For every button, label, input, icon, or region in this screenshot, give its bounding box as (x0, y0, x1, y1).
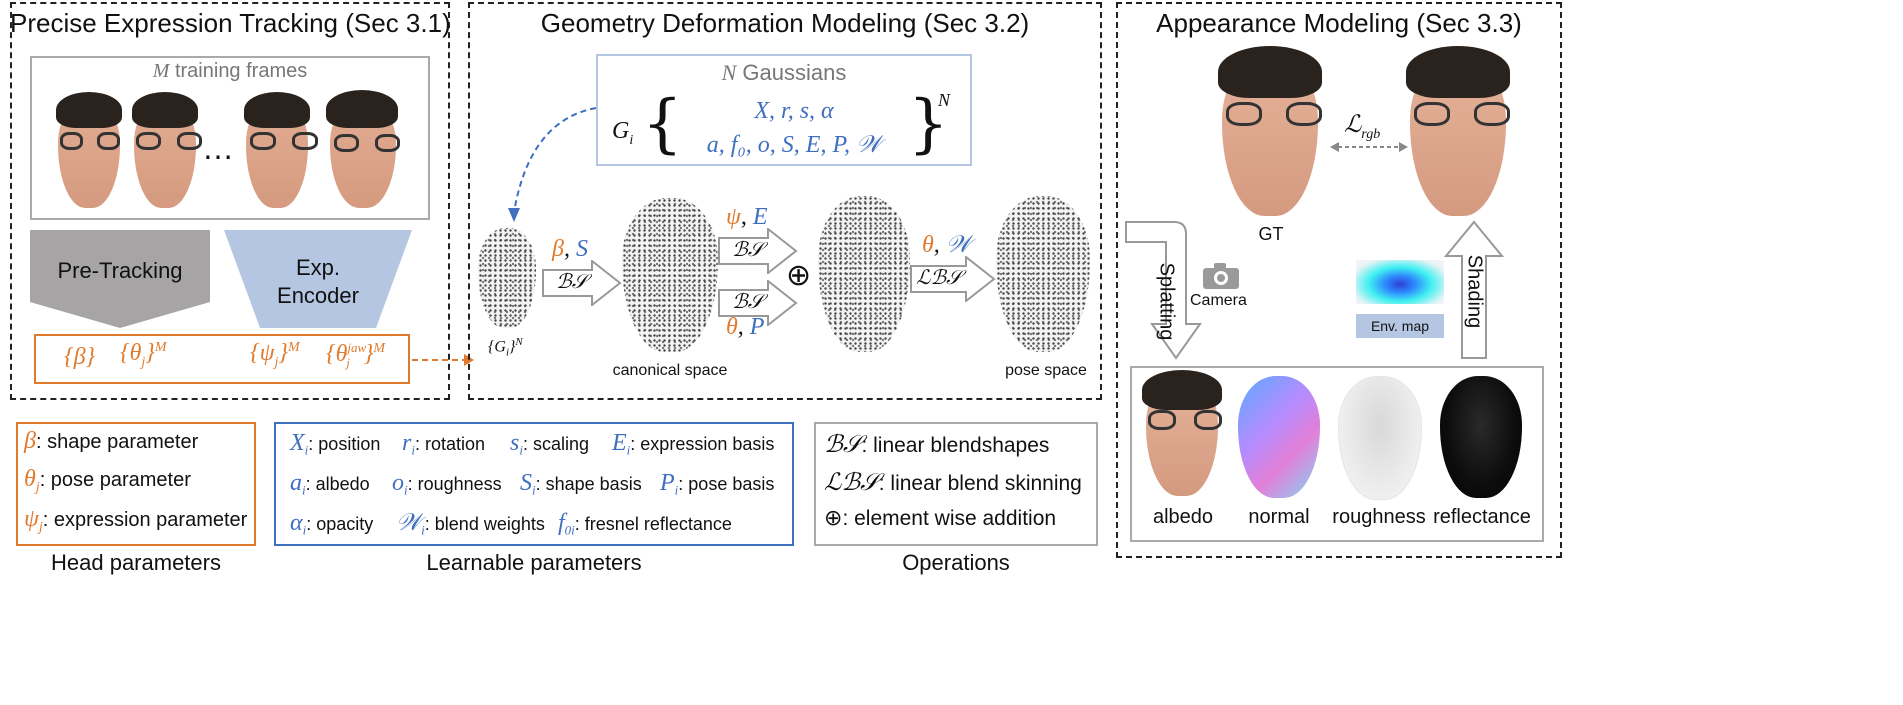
legend-theta: θj: pose parameter (24, 466, 191, 495)
legend-o: oi: roughness (392, 470, 502, 498)
normal-label: normal (1248, 506, 1310, 528)
psi-e-label: ψ, E (726, 204, 768, 230)
pose-head (996, 196, 1090, 352)
legend-p: Pi: pose basis (660, 470, 775, 498)
splatting-label: Splatting (1155, 262, 1178, 341)
legend-s: si: scaling (510, 430, 590, 458)
gi-row2: a, f₀, o, S, E, P, 𝒲 (706, 132, 882, 158)
reflectance-map (1440, 376, 1522, 498)
loss-label: ℒrgb (1344, 112, 1381, 142)
legend-a: ai: albedo (290, 470, 370, 498)
bs-arrow-1 (542, 260, 622, 306)
gt-label: GT (1258, 224, 1284, 244)
maps-box (1130, 366, 1544, 542)
training-frames-label: M training frames (152, 60, 308, 82)
legend-e: Ei: expression basis (612, 430, 775, 458)
gi-symbol: Gi (612, 118, 634, 148)
lbs-label: ℒℬ𝒮 (916, 267, 962, 289)
params-to-geometry-arrow (412, 354, 474, 366)
legend-shape-basis: Si: shape basis (520, 470, 642, 498)
head-legend-caption: Head parameters (51, 550, 221, 575)
camera-label: Camera (1190, 292, 1247, 309)
bs-arrow-3 (718, 280, 798, 326)
legend-f0: f0i: fresnel reflectance (558, 510, 732, 538)
normal-map (1238, 376, 1320, 498)
param-psi: {ψj}M (250, 340, 300, 370)
encoder-shape (224, 230, 412, 328)
appearance-title: Appearance Modeling (Sec 3.3) (1156, 8, 1522, 38)
frames-ellipsis: … (202, 130, 234, 166)
gaussians-to-head-arrow (508, 107, 597, 222)
envmap-label: Env. map (1356, 314, 1444, 338)
legend-psi: ψj: expression parameter (24, 506, 248, 535)
gi-sup-n: N (938, 90, 951, 110)
reflectance-label: reflectance (1433, 506, 1531, 528)
head-params-box (34, 334, 410, 384)
theta-w-label: θ, 𝒲 (922, 232, 971, 258)
legend-lbs: ℒℬ𝒮: linear blend skinning (824, 470, 1082, 496)
gi-row1: X, r, s, α (754, 98, 834, 124)
head-legend-box (16, 422, 256, 546)
param-theta: {θj}M (120, 340, 167, 370)
canonical-label: canonical space (612, 362, 728, 379)
gaussians-label: N Gaussians (721, 60, 847, 85)
tracking-panel (10, 2, 450, 400)
geometry-panel (468, 2, 1102, 400)
appearance-panel (1116, 2, 1562, 558)
legend-bs: ℬ𝒮: linear blendshapes (824, 432, 1050, 458)
legend-beta: β: shape parameter (24, 428, 199, 454)
pose-label: pose space (1005, 362, 1087, 379)
learnable-legend-caption: Learnable parameters (426, 550, 642, 575)
oplus-symbol: ⊕ (786, 258, 812, 293)
gi-set-label: {Gi}N (488, 336, 523, 359)
canonical-head (622, 198, 718, 352)
envmap-image (1356, 260, 1444, 304)
learnable-legend-box (274, 422, 794, 546)
albedo-label: albedo (1152, 506, 1214, 528)
bs-arrow-2 (718, 228, 798, 274)
encoder-label: Exp. Encoder (277, 255, 359, 308)
pretracking-shape (30, 230, 210, 328)
initial-gaussians-head (478, 228, 536, 328)
beta-s-label: β, S (552, 236, 588, 262)
shading-label: Shading (1463, 254, 1486, 329)
bs-label-2: ℬ𝒮 (732, 239, 764, 261)
bs-label-1: ℬ𝒮 (556, 271, 588, 293)
gi-right-brace: } (908, 87, 949, 161)
legend-r: ri: rotation (402, 430, 486, 458)
param-jaw: {θjawj}M (326, 340, 386, 370)
deformed-head (818, 196, 910, 352)
roughness-label: roughness (1332, 506, 1426, 528)
param-beta: {β} (64, 344, 96, 370)
operations-legend-box (814, 422, 1098, 546)
geometry-title: Geometry Deformation Modeling (Sec 3.2) (540, 8, 1030, 38)
roughness-map (1338, 376, 1422, 500)
tracking-title: Precise Expression Tracking (Sec 3.1) (10, 8, 451, 38)
shading-arrow (1444, 220, 1504, 359)
training-frames-box (30, 56, 430, 220)
splatting-arrow (1125, 221, 1202, 360)
camera-icon (1203, 263, 1239, 289)
gaussians-box (596, 54, 972, 166)
pretracking-label: Pre-Tracking (57, 258, 183, 283)
legend-x: Xi: position (290, 430, 381, 458)
lbs-arrow (910, 256, 996, 302)
loss-arrow (1330, 142, 1408, 152)
operations-legend-caption: Operations (902, 550, 1010, 575)
bs-label-3: ℬ𝒮 (732, 291, 764, 313)
gi-left-brace: { (642, 87, 683, 161)
theta-p-label: θ, P (726, 314, 765, 340)
legend-alpha: αi: opacity (290, 510, 374, 538)
legend-oplus: ⊕: element wise addition (824, 506, 1057, 531)
legend-w: 𝒲i: blend weights (396, 510, 545, 538)
